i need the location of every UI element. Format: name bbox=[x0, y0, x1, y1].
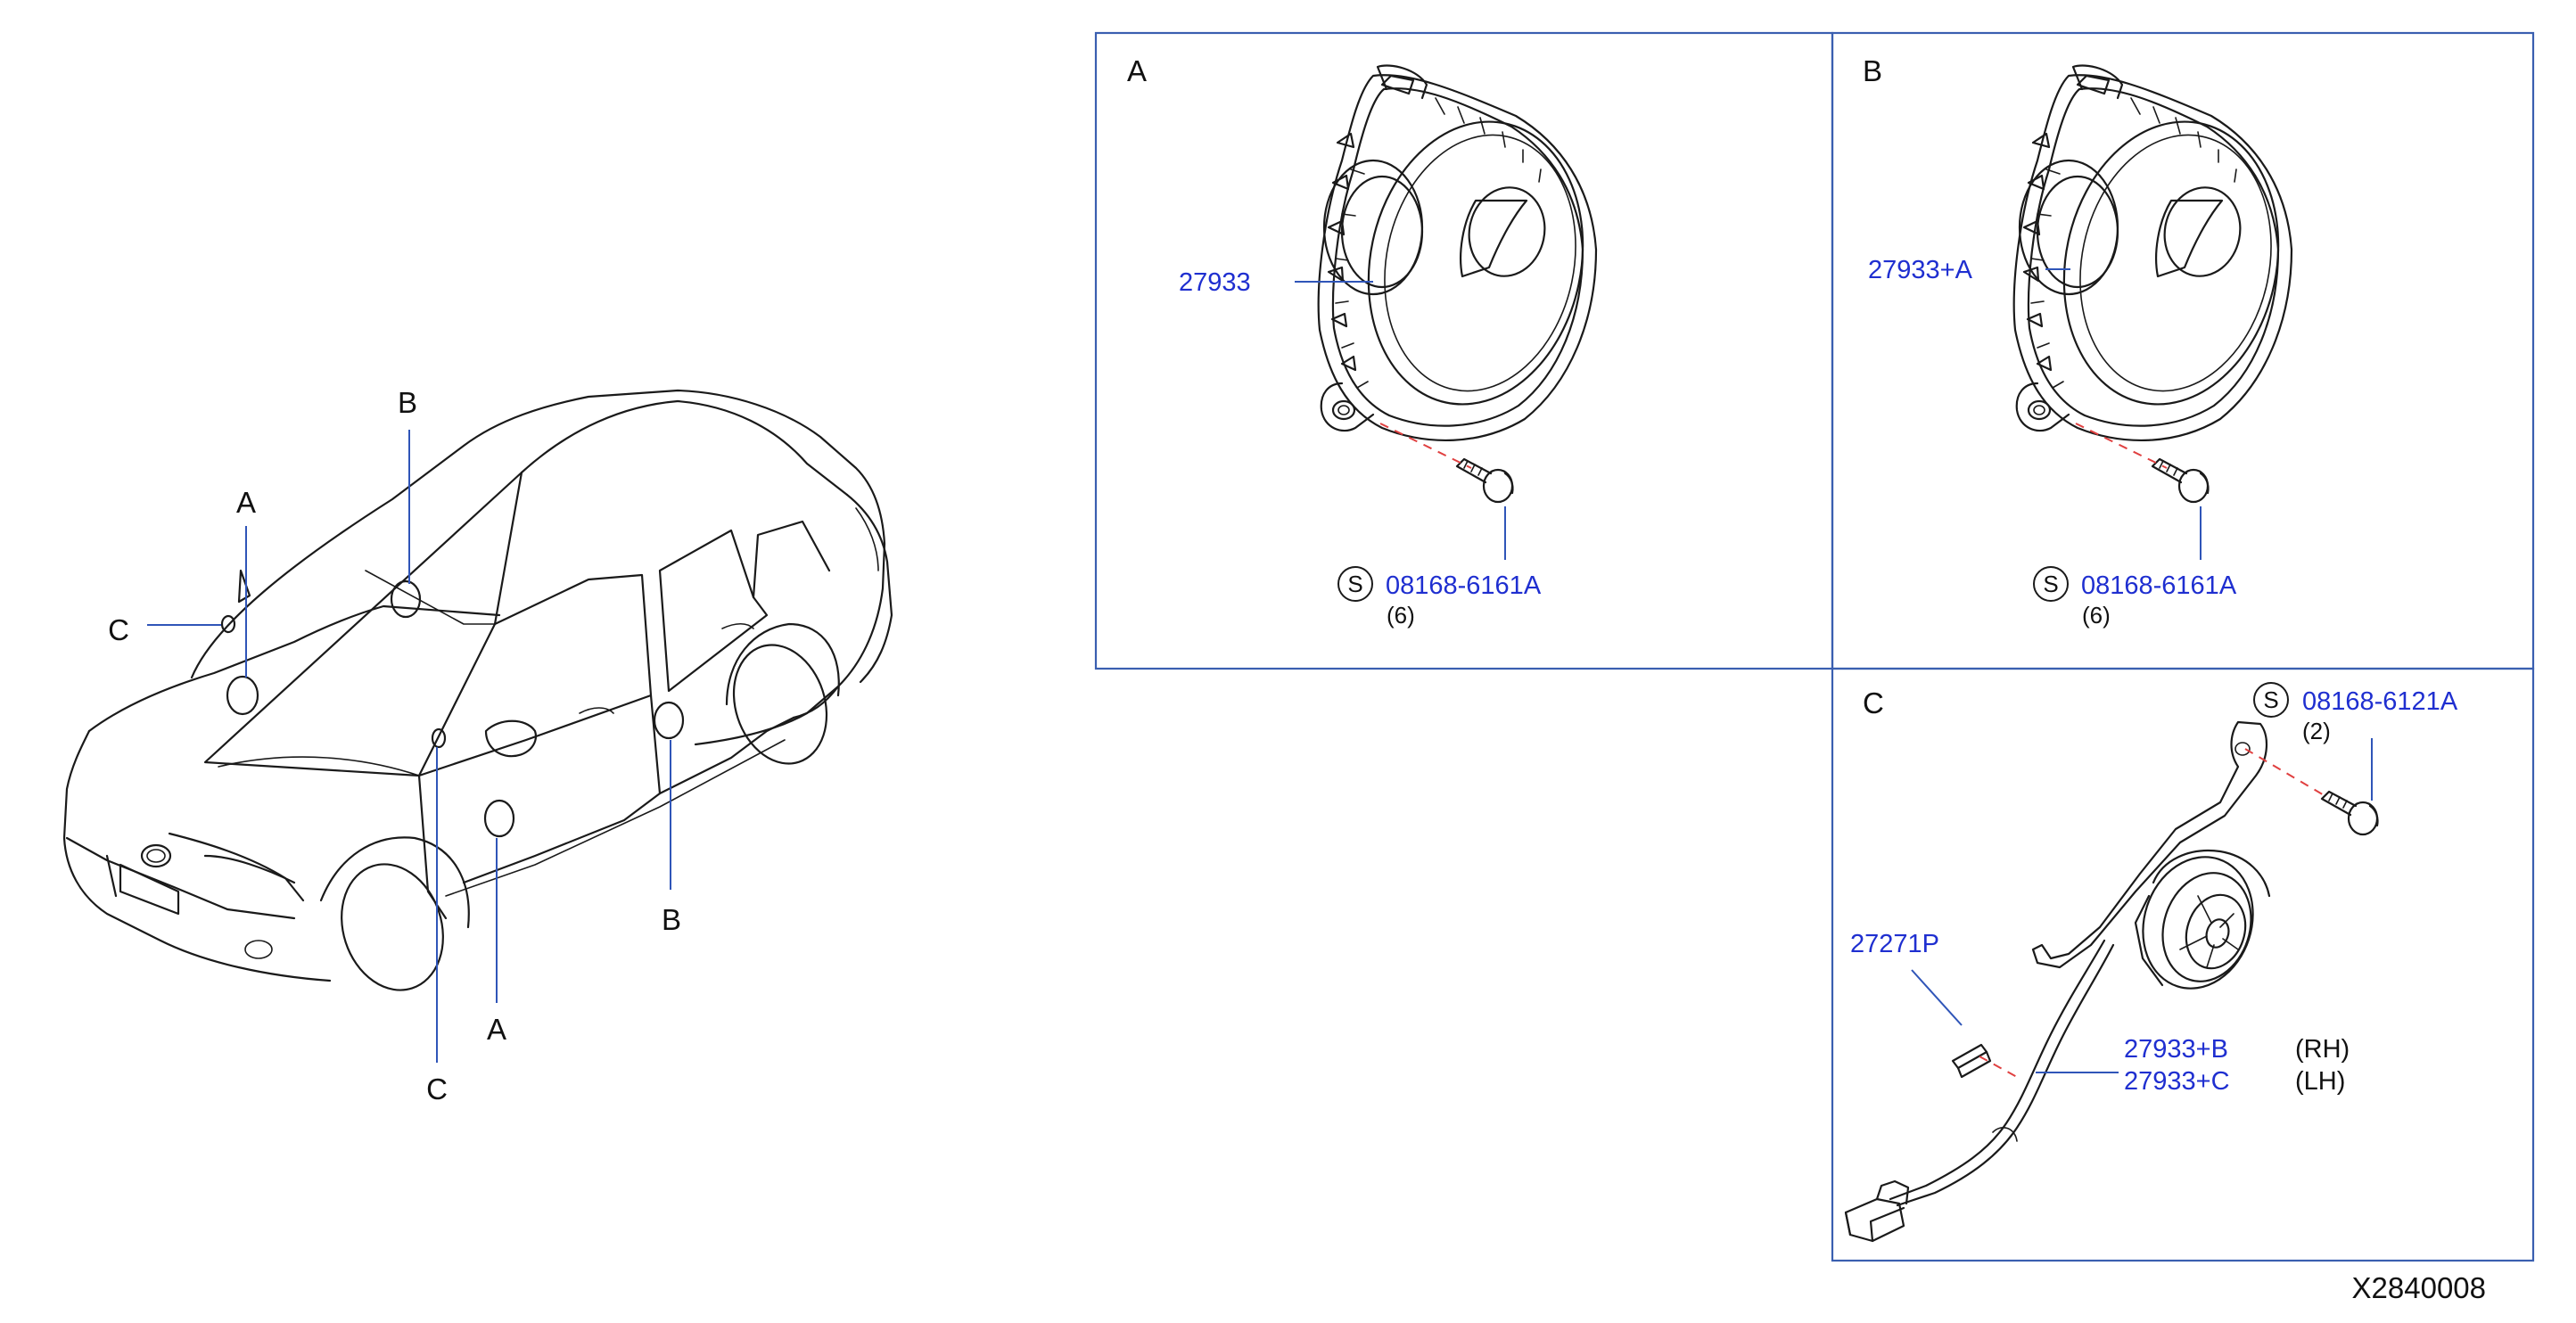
panel-c-letter: C bbox=[1863, 686, 1884, 719]
panel-a-screw-symbol: S bbox=[1347, 571, 1362, 597]
tweeter-wire bbox=[1889, 939, 2106, 1201]
panel-c-tweeter-side-lh: (LH) bbox=[2295, 1067, 2345, 1096]
panel-a-screw-qty: (6) bbox=[1387, 602, 1415, 629]
panel-a-speaker-part-number[interactable]: 27933 bbox=[1179, 268, 1251, 297]
speaker-a-front bbox=[226, 675, 259, 716]
screw-a-drawing bbox=[1455, 457, 1514, 504]
tweeter-bracket bbox=[2031, 720, 2268, 969]
car-label-a-top: A bbox=[236, 486, 256, 519]
screw-b-drawing bbox=[2151, 457, 2210, 504]
speaker-b-drawing bbox=[2012, 64, 2293, 442]
panel-c-tweeter-part-rh[interactable]: 27933+B bbox=[2124, 1035, 2228, 1064]
panel-c-screw-symbol-circle bbox=[2253, 682, 2289, 718]
panel-c-tweeter-side-rh: (RH) bbox=[2295, 1035, 2350, 1064]
panel-b-screw-part-number[interactable]: 08168-6161A bbox=[2081, 571, 2237, 600]
car-label-c-left: C bbox=[108, 613, 129, 646]
screw-c-drawing bbox=[2320, 790, 2379, 836]
panel-b-screw-symbol-circle bbox=[2033, 566, 2069, 602]
car-label-c-bottom: C bbox=[426, 1072, 448, 1105]
car-illustration bbox=[62, 389, 893, 1063]
panel-a-screw-part-number[interactable]: 08168-6161A bbox=[1386, 571, 1542, 600]
tweeter-c-pillar bbox=[431, 727, 447, 749]
speaker-b-door bbox=[653, 701, 685, 740]
panel-c-screw-symbol: S bbox=[2263, 686, 2278, 713]
panel-a: A bbox=[1127, 54, 1598, 629]
panel-a-letter: A bbox=[1127, 54, 1147, 87]
drawing-code: X2840008 bbox=[2352, 1271, 2486, 1304]
tweeter-c-dash bbox=[220, 614, 236, 634]
panel-c-tweeter-part-lh[interactable]: 27933+C bbox=[2124, 1067, 2230, 1096]
panel-frames bbox=[1094, 31, 2535, 1262]
panel-b: B bbox=[1863, 54, 2293, 629]
car-label-b-bottom: B bbox=[662, 903, 681, 936]
panel-b-screw-qty: (6) bbox=[2082, 602, 2111, 629]
car-label-a-bottom: A bbox=[487, 1013, 506, 1046]
harness-connector bbox=[1844, 1179, 1910, 1243]
car-label-b-top: B bbox=[398, 386, 417, 419]
panel-c-clip-part-number[interactable]: 27271P bbox=[1850, 930, 1939, 958]
speaker-b-rear-deck bbox=[390, 579, 422, 619]
panel-b-speaker-part-number[interactable]: 27933+A bbox=[1868, 256, 1973, 284]
tweeter-drawing bbox=[2134, 849, 2271, 990]
panel-b-letter: B bbox=[1863, 54, 1882, 87]
speaker-a-drawing bbox=[1317, 64, 1598, 442]
panel-c: C bbox=[1844, 682, 2458, 1243]
panel-c-screw-part-number[interactable]: 08168-6121A bbox=[2302, 687, 2458, 716]
panel-b-screw-symbol: S bbox=[2043, 571, 2058, 597]
panel-c-screw-qty: (2) bbox=[2302, 718, 2331, 744]
clip-27271p-drawing bbox=[1951, 1043, 1992, 1079]
panel-a-screw-symbol-circle bbox=[1337, 566, 1373, 602]
speaker-a-door bbox=[483, 799, 515, 838]
